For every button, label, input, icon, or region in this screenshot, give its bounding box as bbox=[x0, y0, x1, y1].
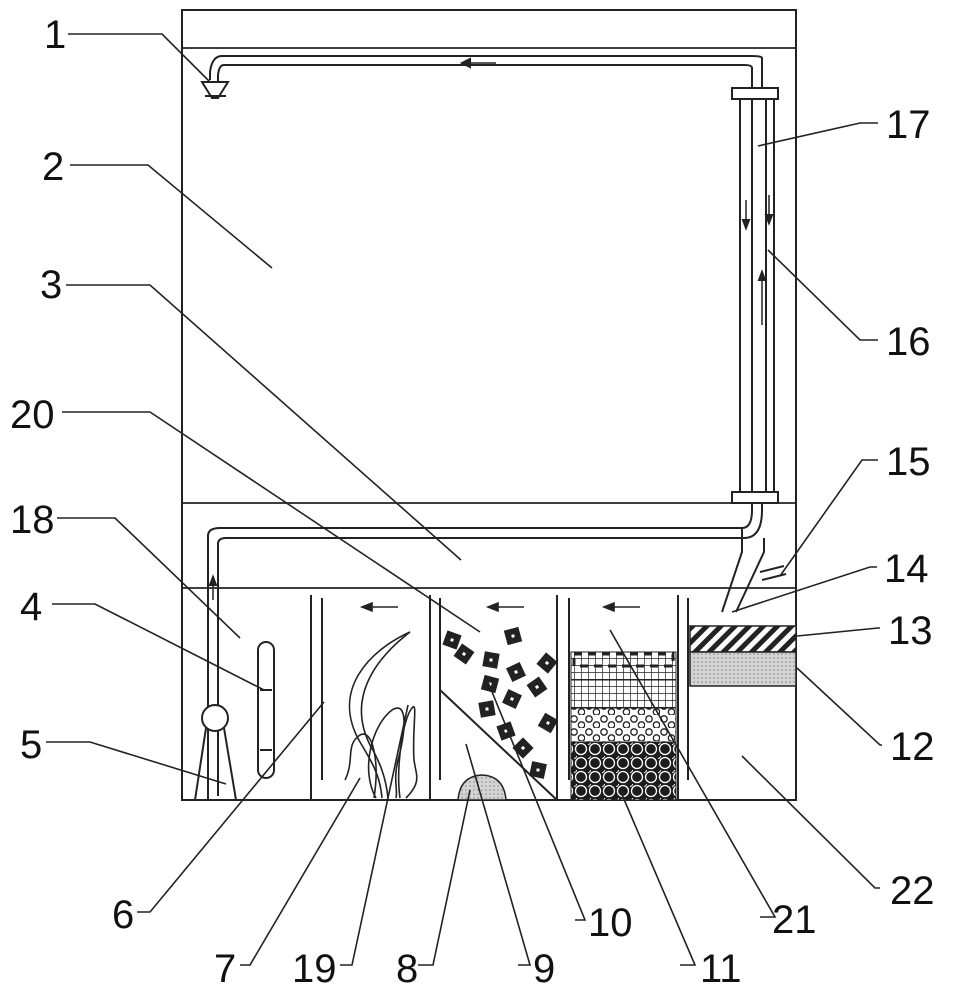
label-12: 12 bbox=[890, 725, 935, 769]
label-5: 5 bbox=[20, 723, 42, 767]
leader-lines bbox=[46, 33, 882, 966]
filter-media-right bbox=[689, 625, 797, 687]
label-4: 4 bbox=[20, 585, 42, 629]
label-11: 11 bbox=[700, 947, 742, 991]
label-10: 10 bbox=[588, 901, 633, 945]
label-15: 15 bbox=[886, 440, 931, 484]
funnel-valve bbox=[721, 528, 787, 613]
label-14: 14 bbox=[884, 547, 929, 591]
label-16: 16 bbox=[886, 320, 931, 364]
label-1: 1 bbox=[44, 13, 66, 57]
air-stone bbox=[457, 774, 507, 801]
bio-media-cubes bbox=[442, 626, 559, 779]
heater bbox=[257, 641, 275, 779]
label-13: 13 bbox=[888, 609, 933, 653]
aquatic-plant bbox=[344, 631, 418, 799]
return-pipe bbox=[200, 55, 763, 99]
label-7: 7 bbox=[214, 947, 236, 991]
water-pump bbox=[194, 704, 237, 801]
label-3: 3 bbox=[40, 263, 62, 307]
vertical-pipes bbox=[731, 87, 779, 504]
label-21: 21 bbox=[772, 898, 817, 942]
label-9: 9 bbox=[533, 947, 555, 991]
flow-arrows bbox=[359, 601, 640, 613]
label-22: 22 bbox=[890, 869, 935, 913]
chamber-walls bbox=[310, 595, 689, 801]
label-8: 8 bbox=[396, 947, 418, 991]
label-17: 17 bbox=[886, 103, 931, 147]
label-19: 19 bbox=[292, 947, 337, 991]
pump-pipe bbox=[207, 503, 763, 800]
label-2: 2 bbox=[42, 145, 64, 189]
label-6: 6 bbox=[112, 893, 134, 937]
label-18: 18 bbox=[10, 498, 55, 542]
filter-media-left bbox=[570, 651, 677, 801]
number-labels: 1 2 3 20 18 4 5 6 7 19 8 9 10 11 21 22 1… bbox=[10, 13, 935, 991]
label-20: 20 bbox=[10, 393, 55, 437]
